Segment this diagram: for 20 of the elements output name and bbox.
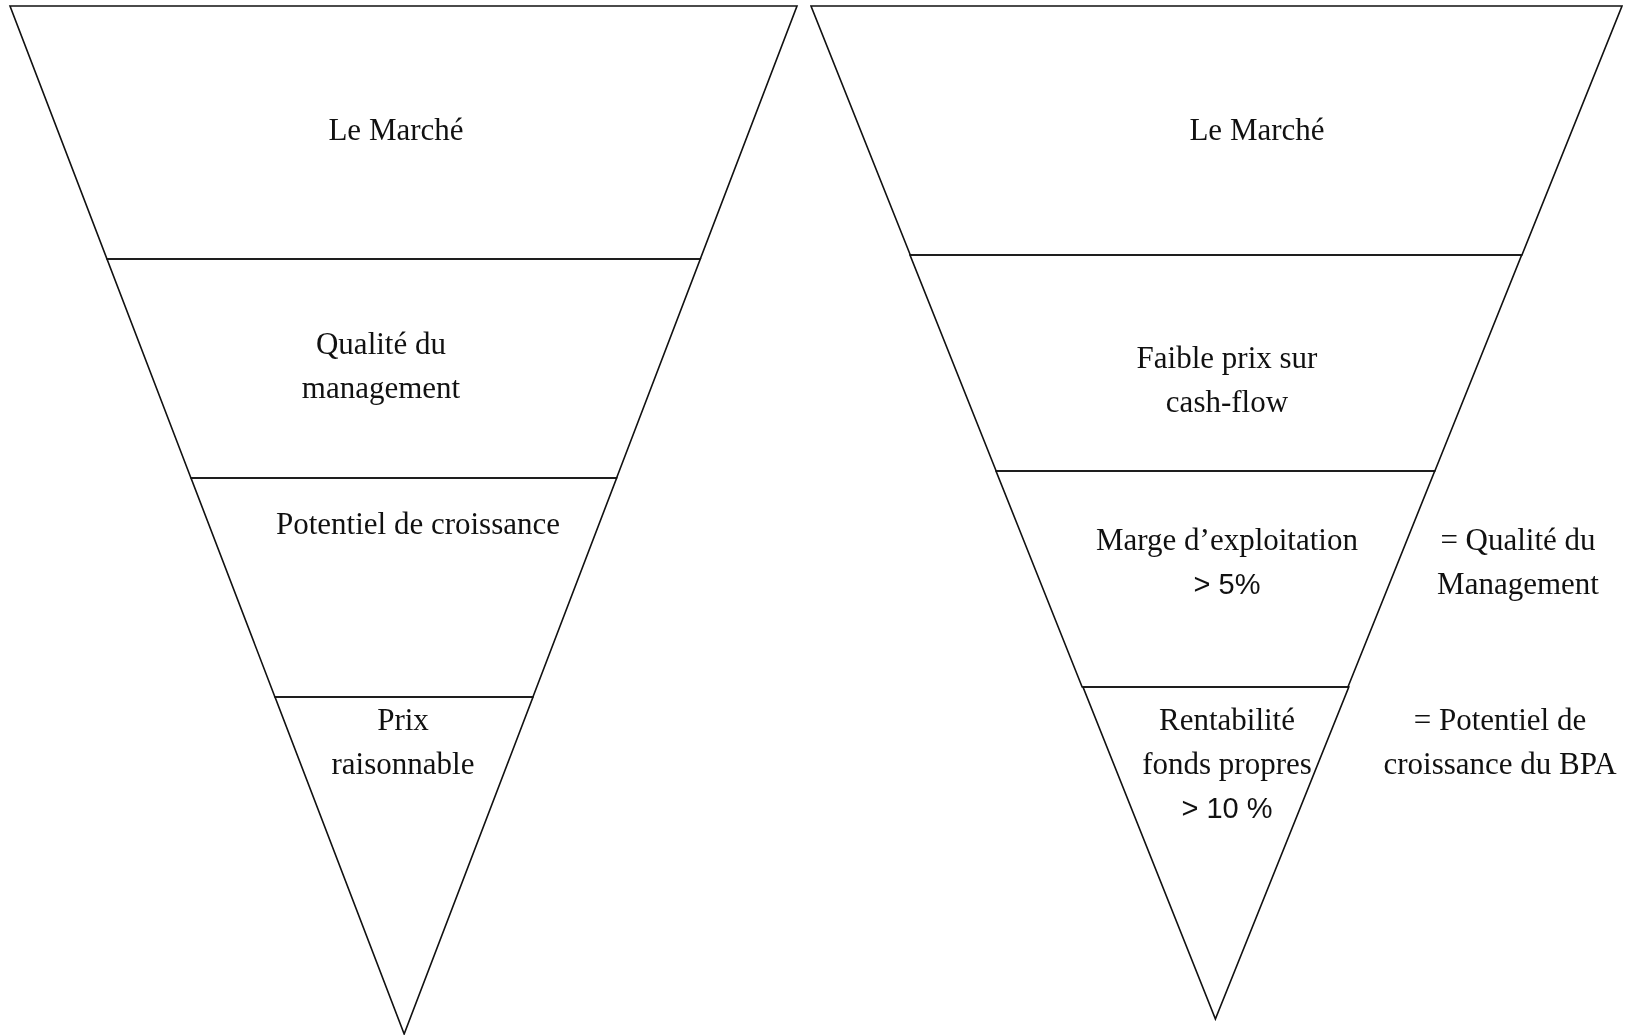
band-label: Le Marché [1189, 111, 1325, 149]
funnel-band [190, 478, 617, 697]
side-note: = Qualité du Management [1436, 521, 1600, 603]
funnel-band [910, 255, 1522, 471]
band-label: Potentiel de croissance [275, 505, 560, 543]
band-label: Marge d’exploitation [1095, 521, 1358, 559]
band-label: Le Marché [328, 111, 464, 149]
side-note: = Potentiel de croissance du BPA [1382, 701, 1618, 783]
funnel-band [10, 6, 797, 259]
funnel-band [106, 259, 701, 478]
funnel-band [1082, 687, 1349, 1019]
band-label: > 10 % [1181, 791, 1273, 826]
funnel-band [811, 6, 1622, 255]
band-label: Rentabilité fonds propres [1142, 701, 1312, 783]
band-label: > 5% [1193, 567, 1261, 602]
band-label: Faible prix sur cash-flow [1135, 339, 1319, 421]
band-label: Qualité du management [300, 325, 462, 407]
funnel-band [996, 471, 1436, 687]
funnel-band [274, 697, 533, 1034]
band-label: Prix raisonnable [330, 701, 476, 783]
